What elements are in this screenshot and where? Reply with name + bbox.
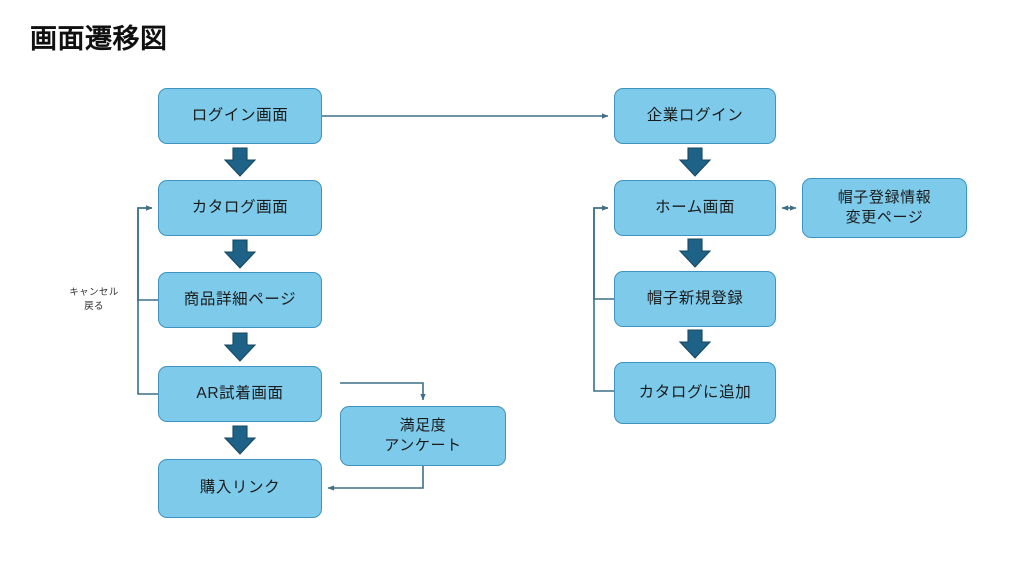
node-corporate-login[interactable]: 企業ログイン bbox=[614, 88, 776, 144]
node-survey[interactable]: 満足度 アンケート bbox=[340, 406, 506, 466]
node-purchase-link[interactable]: 購入リンク bbox=[158, 459, 322, 518]
node-home[interactable]: ホーム画面 bbox=[614, 180, 776, 236]
node-product-detail[interactable]: 商品詳細ページ bbox=[158, 272, 322, 328]
page-title: 画面遷移図 bbox=[30, 24, 168, 54]
block-arrow-ar-to-purchase bbox=[223, 425, 257, 455]
block-arrow-home-to-hatregister bbox=[678, 238, 712, 268]
edge-hatregister-back-to-home bbox=[593, 205, 614, 300]
block-arrow-corplogin-to-home bbox=[678, 147, 712, 177]
edge-label-cancel-back: キャンセル 戻る bbox=[69, 287, 119, 313]
block-arrow-hatregister-to-catalog bbox=[678, 329, 712, 359]
edge-detail-back-to-catalog bbox=[137, 205, 158, 301]
block-arrow-catalog-to-detail bbox=[223, 239, 257, 269]
edge-ar-back-to-catalog bbox=[137, 205, 158, 395]
node-catalog[interactable]: カタログ画面 bbox=[158, 180, 322, 236]
node-hat-info-edit[interactable]: 帽子登録情報 変更ページ bbox=[802, 178, 967, 238]
node-ar-fitting[interactable]: AR試着画面 bbox=[158, 366, 322, 422]
edge-addcatalog-back-to-home bbox=[593, 205, 614, 392]
edge-survey-to-purchase bbox=[327, 466, 424, 491]
node-hat-register[interactable]: 帽子新規登録 bbox=[614, 271, 776, 327]
block-arrow-detail-to-ar bbox=[223, 332, 257, 362]
node-add-to-catalog[interactable]: カタログに追加 bbox=[614, 362, 776, 424]
node-login[interactable]: ログイン画面 bbox=[158, 88, 322, 144]
edge-ar-to-survey bbox=[340, 382, 426, 401]
block-arrow-login-to-catalog bbox=[223, 147, 257, 177]
